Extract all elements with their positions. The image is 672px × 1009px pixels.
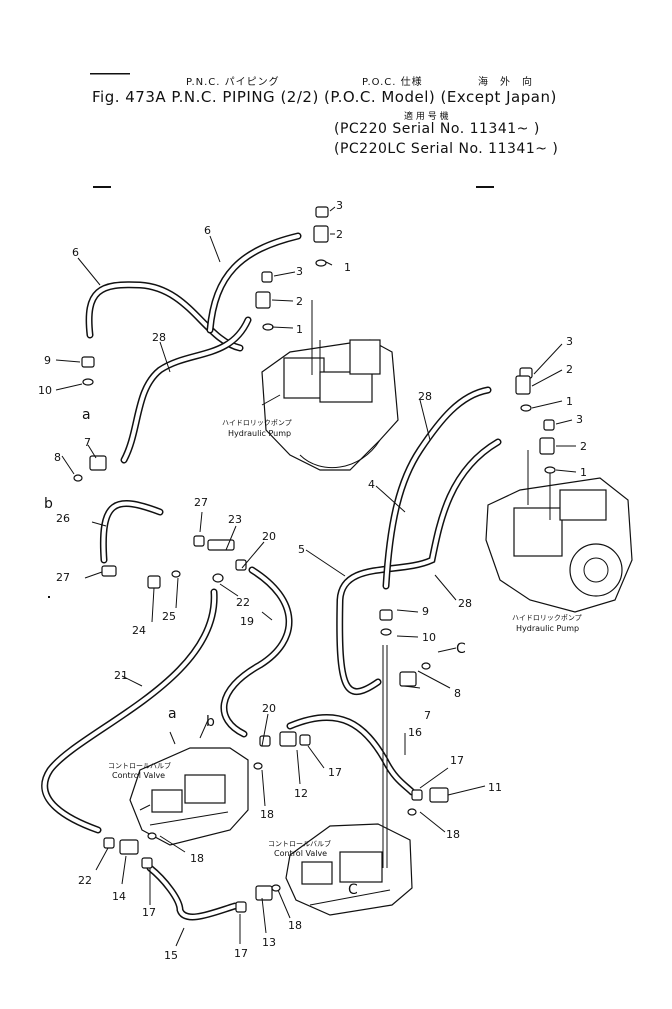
hydraulic-pump-upper	[261, 300, 399, 471]
callout-number: 22	[78, 874, 92, 887]
callout-number: 14	[112, 890, 126, 903]
callout-number: 1	[344, 261, 351, 274]
callout-number: 8	[454, 687, 461, 700]
callout-number: 18	[260, 808, 274, 821]
control-valve-left	[129, 747, 249, 846]
callout-number: 18	[190, 852, 204, 865]
header-jp-export: 海 外 向	[478, 77, 533, 88]
connection-letter: a	[82, 407, 91, 423]
pump-right-label-en: Hydraulic Pump	[516, 624, 579, 633]
serial-line-pc220: (PC220 Serial No. 11341~ )	[334, 121, 540, 137]
callout-number: 4	[368, 478, 375, 491]
callout-number: 20	[262, 530, 276, 543]
callout-number: 27	[56, 571, 70, 584]
callout-number: 8	[54, 451, 61, 464]
callout-number: 1	[580, 466, 587, 479]
connection-letter: a	[168, 706, 177, 722]
callout-number: 24	[132, 624, 146, 637]
callout-number: 7	[424, 709, 431, 722]
callout-number: 17	[234, 947, 248, 960]
callout-number: 18	[288, 919, 302, 932]
callout-number: 22	[236, 596, 250, 609]
leader-lines	[55, 206, 577, 947]
callout-number: 3	[566, 335, 573, 348]
hydraulic-pump-right	[485, 450, 633, 613]
callout-number: 3	[296, 265, 303, 278]
callout-number: 28	[152, 331, 166, 344]
pump-upper-label-jp: ハイドロリックポンプ	[222, 419, 292, 427]
callout-number: 2	[566, 363, 573, 376]
callout-number: 3	[336, 199, 343, 212]
connection-letters: a b a b C C	[44, 407, 466, 898]
header-jp-poc: P.O.C. 仕様	[362, 77, 423, 88]
fittings	[73, 206, 556, 913]
callout-number: 16	[408, 726, 422, 739]
callout-number: 18	[446, 828, 460, 841]
callout-number: 6	[72, 246, 79, 259]
valve-right-label-en: Control Valve	[274, 849, 327, 858]
callout-number: 1	[566, 395, 573, 408]
callout-number: 1	[296, 323, 303, 336]
callout-number: 11	[488, 781, 502, 794]
callout-number: 7	[84, 436, 91, 449]
callout-number: 25	[162, 610, 176, 623]
serial-line-pc220lc: (PC220LC Serial No. 11341~ )	[334, 141, 559, 157]
callout-number: 28	[458, 597, 472, 610]
callout-number: 28	[418, 390, 432, 403]
valve-left-label-jp: コントロールバルブ	[108, 761, 171, 770]
applicable-serial-jp: 適 用 号 機	[404, 112, 449, 122]
callout-number: 17	[450, 754, 464, 767]
callout-number: 17	[328, 766, 342, 779]
callout-number: 26	[56, 512, 70, 525]
callout-number: 23	[228, 513, 242, 526]
header-jp-pnc: P.N.C. パイピング	[186, 77, 280, 88]
callout-number: 9	[422, 605, 429, 618]
callout-number: 6	[204, 224, 211, 237]
callout-number: 2	[296, 295, 303, 308]
callout-number: 12	[294, 787, 308, 800]
callout-number: 10	[38, 384, 52, 397]
callout-number: 9	[44, 354, 51, 367]
callout-number: 19	[240, 615, 254, 628]
pump-upper-label-en: Hydraulic Pump	[228, 429, 291, 438]
connection-letter: C	[348, 882, 358, 898]
callout-number: 20	[262, 702, 276, 715]
callout-number: 15	[164, 949, 178, 962]
valve-left-label-en: Control Valve	[112, 771, 165, 780]
callout-number: 2	[336, 228, 343, 241]
callout-number: 10	[422, 631, 436, 644]
callout-number: 21	[114, 669, 128, 682]
callout-number: 5	[298, 543, 305, 556]
callout-number: 13	[262, 936, 276, 949]
callout-number: 17	[142, 906, 156, 919]
hoses	[41, 232, 502, 921]
valve-right-label-jp: コントロールバルブ	[268, 839, 331, 848]
callout-number: 2	[580, 440, 587, 453]
figure-title: Fig. 473A P.N.C. PIPING (2/2) (P.O.C. Mo…	[92, 88, 557, 106]
callout-numbers: 1 1 1 1 2 2 2 2 3 3 3 3 4 5 6 6 7 7 8 8 …	[38, 199, 587, 962]
connection-letter: b	[206, 714, 215, 730]
connection-letter: C	[456, 641, 466, 657]
control-valve-right	[285, 823, 413, 916]
connection-letter: b	[44, 496, 53, 512]
pump-right-label-jp: ハイドロリックポンプ	[512, 614, 582, 622]
callout-number: 3	[576, 413, 583, 426]
callout-number: 27	[194, 496, 208, 509]
